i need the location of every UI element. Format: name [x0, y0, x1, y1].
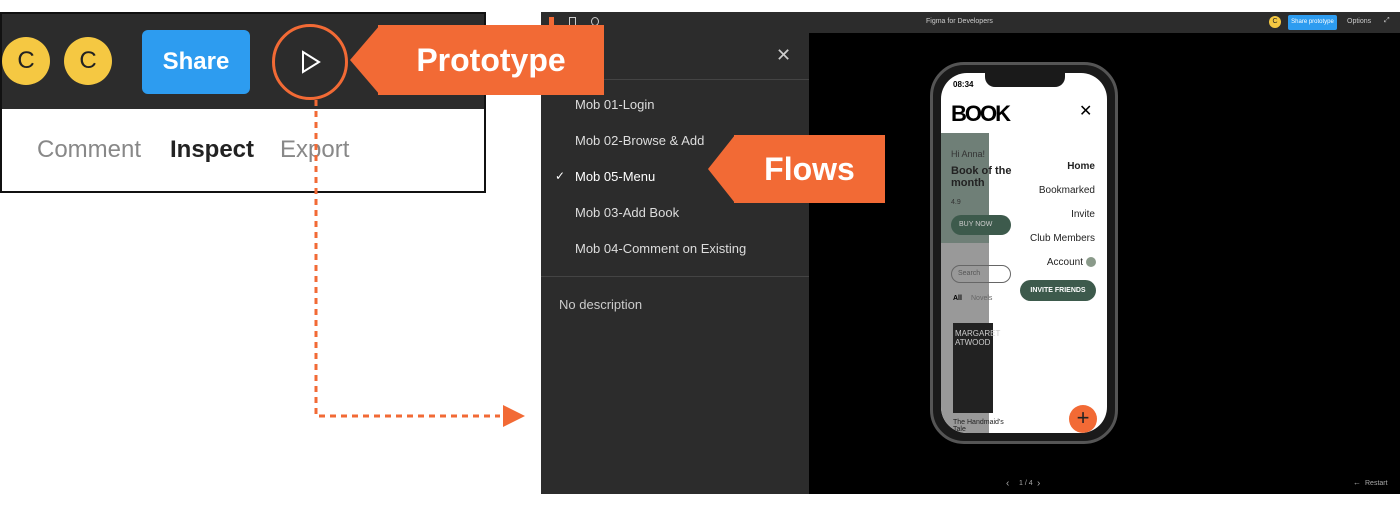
divider: [541, 79, 809, 80]
greeting: Hi Anna!: [951, 149, 986, 159]
notch: [985, 73, 1065, 87]
divider: [541, 276, 809, 277]
flow-item[interactable]: Mob 01-Login: [575, 97, 655, 112]
play-icon: [302, 50, 321, 74]
account-avatar: [1086, 257, 1096, 267]
close-menu-icon[interactable]: ✕: [1079, 103, 1093, 120]
status-time: 08:34: [953, 80, 974, 89]
menu-item-home[interactable]: Home: [1067, 161, 1095, 172]
close-icon[interactable]: ✕: [776, 45, 792, 65]
restart-arrow-icon[interactable]: ←: [1353, 478, 1361, 487]
menu-item-bookmarked[interactable]: Bookmarked: [1038, 185, 1095, 196]
book-cover[interactable]: MARGARET ATWOOD: [953, 323, 1001, 413]
add-fab-button[interactable]: +: [1069, 405, 1097, 433]
fullscreen-icon[interactable]: ⤢: [1384, 17, 1390, 24]
present-prototype-button[interactable]: [272, 24, 348, 100]
page-indicator: 1 / 4: [1019, 480, 1033, 487]
rating: 4.9: [951, 199, 961, 206]
avatar[interactable]: C: [64, 37, 112, 85]
dimmed-content: Search All Novels MARGARET ATWOOD The Ha…: [941, 243, 1011, 433]
flow-item[interactable]: Mob 02-Browse & Add: [575, 133, 705, 148]
flows-callout: Flows: [734, 135, 885, 203]
search-input[interactable]: Search: [951, 265, 1011, 283]
viewer-topbar: Figma for Developers C Share prototype O…: [541, 12, 1400, 33]
figma-logo-icon[interactable]: [549, 17, 554, 27]
flow-item[interactable]: Mob 03-Add Book: [575, 205, 680, 220]
phone-screen[interactable]: 08:34 BOOK ✕ Hi Anna! Book of the month …: [941, 73, 1107, 433]
restart-button[interactable]: Restart: [1365, 480, 1388, 487]
next-frame-button[interactable]: ›: [1037, 478, 1041, 489]
check-icon: ✓: [555, 169, 566, 183]
phone-frame: 08:34 BOOK ✕ Hi Anna! Book of the month …: [930, 62, 1118, 444]
figma-prototype-viewer: Figma for Developers C Share prototype O…: [541, 12, 1400, 494]
app-logo: BOOK: [951, 101, 1011, 126]
prototype-callout: Prototype: [378, 25, 604, 95]
book-title: The Handmaid's Tale: [953, 419, 1004, 433]
buy-now-button[interactable]: BUY NOW: [951, 215, 1011, 235]
filter-all[interactable]: All: [953, 295, 962, 302]
avatar[interactable]: C: [1269, 16, 1281, 28]
options-menu[interactable]: Options: [1347, 18, 1372, 25]
book-author: MARGARET ATWOOD: [955, 329, 1001, 347]
callout-pointer: [350, 25, 380, 95]
share-button[interactable]: Share: [142, 30, 250, 94]
callout-pointer: [708, 135, 735, 203]
tab-inspect[interactable]: Inspect: [170, 136, 255, 163]
menu-item-account[interactable]: Account: [1046, 257, 1083, 268]
avatar[interactable]: C: [2, 37, 50, 85]
flows-panel: ✕ Mob 01-Login Mob 02-Browse & Add ✓ Mob…: [541, 33, 809, 494]
invite-friends-button[interactable]: INVITE FRIENDS: [1020, 280, 1096, 301]
hero-banner: Hi Anna! Book of the month 4.9 BUY NOW: [941, 133, 1012, 243]
prev-frame-button[interactable]: ‹: [1006, 478, 1010, 489]
hero-heading: Book of the month: [951, 165, 1012, 189]
file-title[interactable]: Figma for Developers: [926, 18, 993, 25]
flow-item-selected[interactable]: Mob 05-Menu: [575, 169, 656, 184]
menu-item-club-members[interactable]: Club Members: [1029, 233, 1095, 244]
share-prototype-button[interactable]: Share prototype: [1288, 15, 1337, 30]
menu-item-invite[interactable]: Invite: [1071, 209, 1095, 220]
connector-arrow: [314, 100, 525, 427]
filter-novels[interactable]: Novels: [971, 295, 993, 302]
flow-item[interactable]: Mob 04-Comment on Existing: [575, 241, 747, 256]
flow-description: No description: [559, 297, 643, 312]
tab-comment[interactable]: Comment: [37, 136, 142, 163]
